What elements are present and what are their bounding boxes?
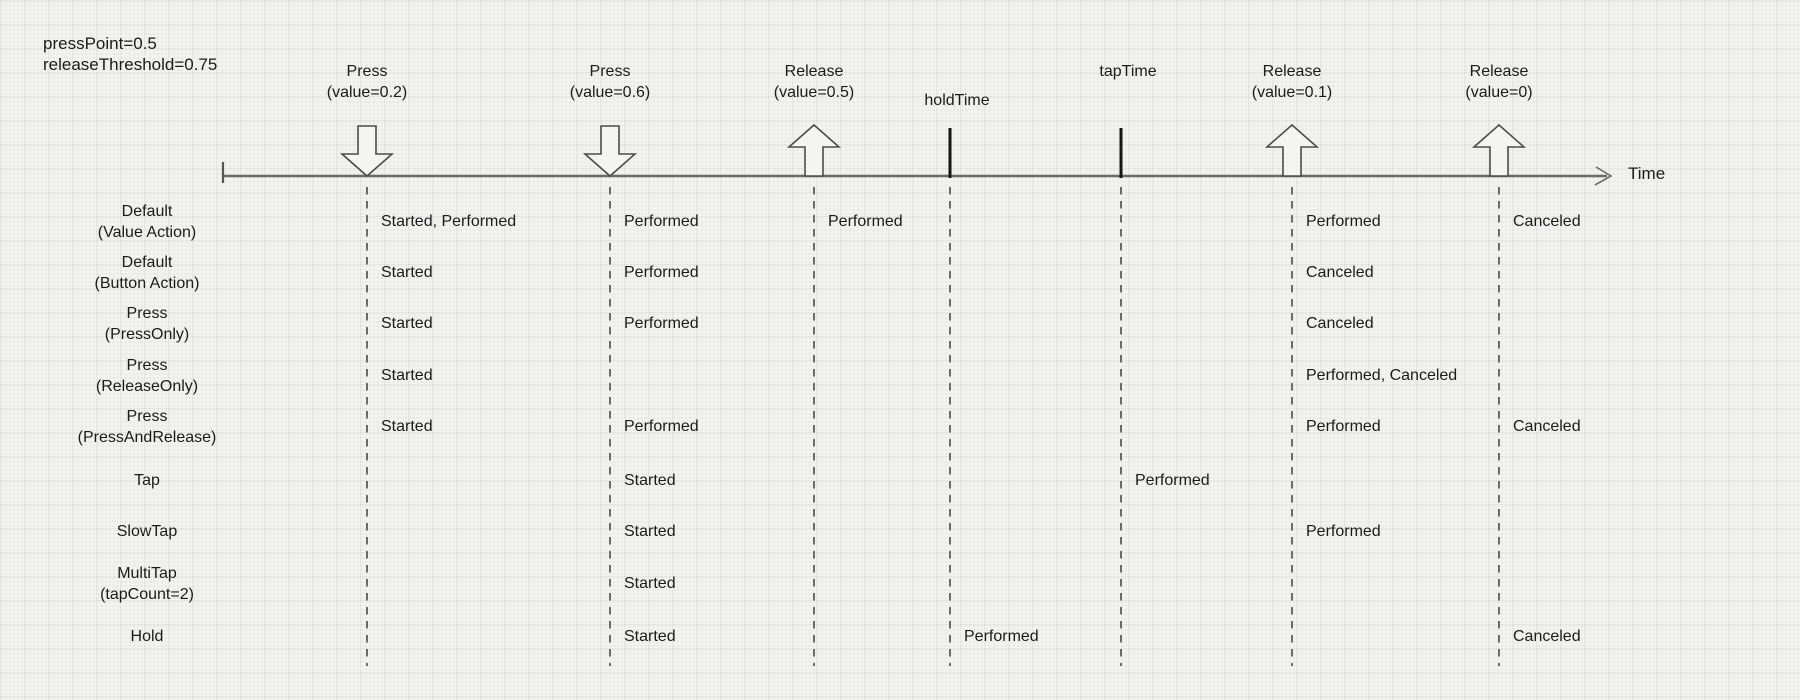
phase-cell: Started, Performed [381,213,517,230]
phase-cell: Canceled [1513,628,1581,645]
event-label-line: Release [1262,63,1322,80]
release-up-arrow-icon [786,123,842,177]
event-label-release-0.1: Release (value=0.1) [1252,61,1333,103]
event-label-line: Press [346,63,388,80]
press-down-arrow-icon [339,125,395,178]
event-label-line: holdTime [924,92,990,109]
event-label-line: Release [784,63,844,80]
event-label-hold-time: holdTime [924,90,989,111]
event-label-release-0.5: Release (value=0.5) [774,61,855,103]
phase-cell: Performed [624,213,699,230]
phase-cell: Started [381,367,433,384]
time-axis-arrowhead-icon [1594,166,1613,186]
row-label-default-value-action: Default (Value Action) [97,203,197,241]
phase-cell: Canceled [1306,264,1374,281]
event-label-line: (value=0.5) [773,84,855,101]
event-label-line: (value=0.2) [326,84,408,101]
phase-cell: Performed [624,264,699,281]
phase-cell: Performed [624,315,699,332]
press-point-value: pressPoint=0.5 [43,34,157,53]
event-label-release-0: Release (value=0) [1465,61,1532,103]
event-label-press-0.6: Press (value=0.6) [570,61,651,103]
row-label-hold: Hold [130,628,164,645]
phase-cell: Performed [828,213,903,230]
phase-cell: Started [624,472,676,489]
row-label-default-button-action: Default (Button Action) [94,254,200,292]
release-threshold-value: releaseThreshold=0.75 [43,55,218,74]
phase-cell: Performed [624,418,699,435]
phase-cell: Started [624,523,676,540]
event-label-line: Press [589,63,631,80]
release-up-arrow-icon [1264,123,1320,177]
event-label-press-0.2: Press (value=0.2) [327,61,408,103]
phase-cell: Performed [1306,523,1381,540]
event-label-line: tapTime [1099,63,1157,80]
phase-cell: Started [624,575,676,592]
phase-cell: Performed, Canceled [1306,367,1458,384]
event-label-line: (value=0) [1465,84,1533,101]
row-label-tap: Tap [134,472,160,489]
time-axis-label: Time [1628,164,1666,183]
row-label-press-pressandrelease: Press (PressAndRelease) [77,408,217,446]
phase-cell: Canceled [1306,315,1374,332]
phase-cell: Performed [964,628,1039,645]
press-down-arrow-icon [582,125,638,178]
phase-cell: Started [381,315,433,332]
parameters-note: pressPoint=0.5 releaseThreshold=0.75 [43,33,217,75]
release-up-arrow-icon [1471,123,1527,177]
row-label-multitap: MultiTap (tapCount=2) [100,565,194,603]
event-label-tap-time: tapTime [1099,61,1156,82]
phase-cell: Started [624,628,676,645]
phase-cell: Canceled [1513,418,1581,435]
phase-cell: Performed [1306,418,1381,435]
event-label-line: (value=0.6) [569,84,651,101]
phase-cell: Performed [1135,472,1210,489]
row-label-slowtap: SlowTap [116,523,178,540]
phase-cell: Started [381,264,433,281]
phase-cell: Performed [1306,213,1381,230]
row-label-press-pressonly: Press (PressOnly) [104,305,190,343]
row-label-press-releaseonly: Press (ReleaseOnly) [95,357,199,395]
phase-cell: Started [381,418,433,435]
event-label-line: Release [1469,63,1529,80]
event-label-line: (value=0.1) [1251,84,1333,101]
phase-cell: Canceled [1513,213,1581,230]
